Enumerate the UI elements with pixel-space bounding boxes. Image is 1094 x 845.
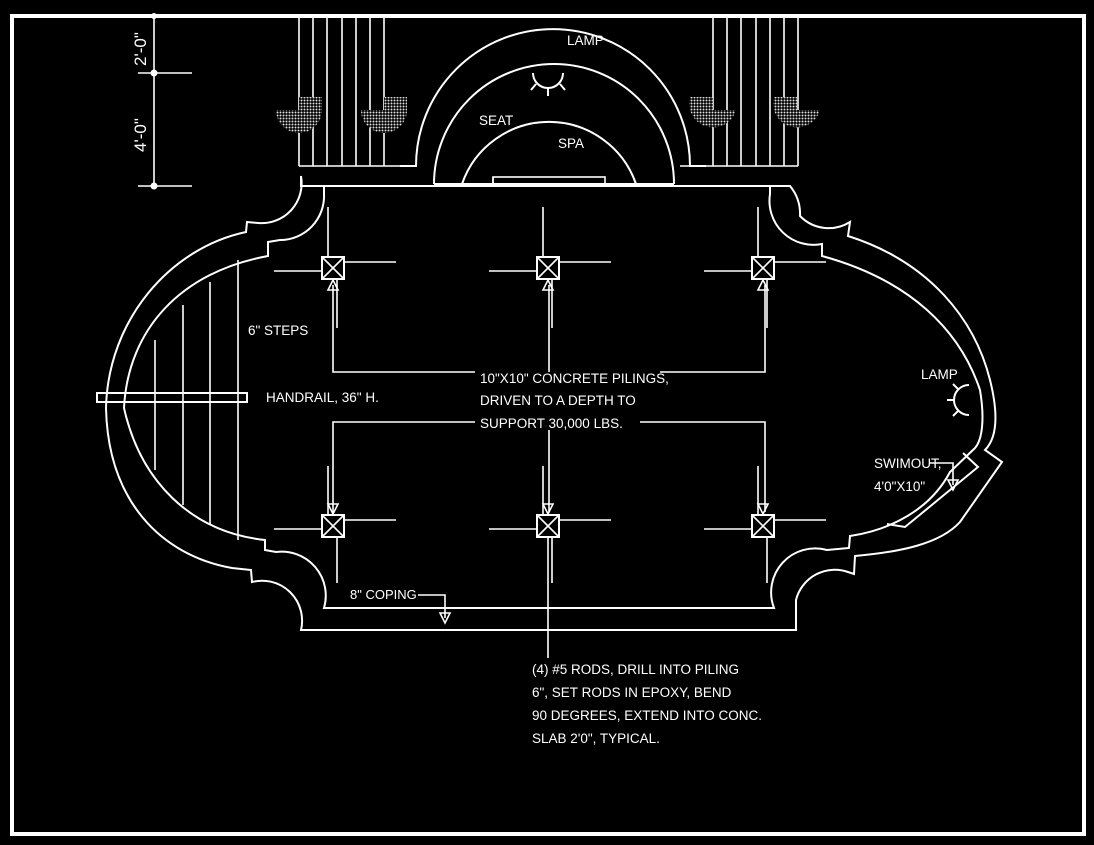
spa-label: SPA — [558, 136, 584, 151]
planter-icon — [773, 97, 820, 128]
swimout-size-label: 4'0"X10" — [874, 479, 925, 494]
entry-steps — [154, 260, 239, 540]
lamp-top-label: LAMP — [567, 33, 604, 48]
planter-icon — [689, 97, 736, 128]
lamp-right-icon — [947, 383, 970, 417]
piling-leaders — [332, 285, 766, 658]
handrail — [96, 392, 248, 403]
spa — [400, 28, 706, 185]
lamp-icon — [530, 72, 566, 96]
pilings-group — [274, 207, 826, 583]
piling-icon — [704, 207, 826, 328]
piling-note-line: DRIVEN TO A DEPTH TO — [480, 393, 636, 408]
pool-water-edge — [122, 185, 984, 609]
rods-note: (4) #5 RODS, DRILL INTO PILING 6", SET R… — [532, 662, 762, 746]
rods-note-line: 90 DEGREES, EXTEND INTO CONC. — [532, 708, 762, 723]
right-deck-steps — [680, 18, 799, 167]
piling-note-line: SUPPORT 30,000 LBS. — [480, 416, 623, 431]
seat-label: SEAT — [479, 113, 513, 128]
dimension-label-2ft: 2'-0" — [131, 32, 150, 66]
piling-note: 10"X10" CONCRETE PILINGS, DRIVEN TO A DE… — [480, 371, 669, 431]
piling-note-line: 10"X10" CONCRETE PILINGS, — [480, 371, 669, 386]
planter-icon — [361, 97, 407, 133]
handrail-label: HANDRAIL, 36" H. — [266, 390, 379, 405]
swimout-label: SWIMOUT, — [874, 456, 942, 471]
rods-note-line: 6", SET RODS IN EPOXY, BEND — [532, 685, 732, 700]
sheet-border — [10, 14, 1086, 836]
steps-label: 6" STEPS — [248, 323, 308, 338]
piling-icon — [704, 466, 826, 583]
piling-icon — [274, 466, 396, 583]
coping-label: 8" COPING — [350, 587, 417, 602]
rods-note-line: (4) #5 RODS, DRILL INTO PILING — [532, 662, 739, 677]
dimension-line: 2'-0" 4'-0" — [131, 13, 192, 190]
pool-coping-outer — [104, 175, 1004, 631]
lamp-right-label: LAMP — [921, 367, 958, 382]
dimension-label-4ft: 4'-0" — [131, 118, 150, 152]
piling-icon — [489, 466, 611, 583]
planter-icon — [276, 97, 322, 133]
piling-icon — [489, 207, 611, 328]
piling-icon — [274, 207, 396, 328]
swimout — [886, 452, 980, 529]
coping-leader — [418, 594, 452, 625]
rods-note-line: SLAB 2'0", TYPICAL. — [532, 731, 660, 746]
left-deck-steps — [298, 18, 416, 167]
swimout-leader — [930, 462, 960, 492]
